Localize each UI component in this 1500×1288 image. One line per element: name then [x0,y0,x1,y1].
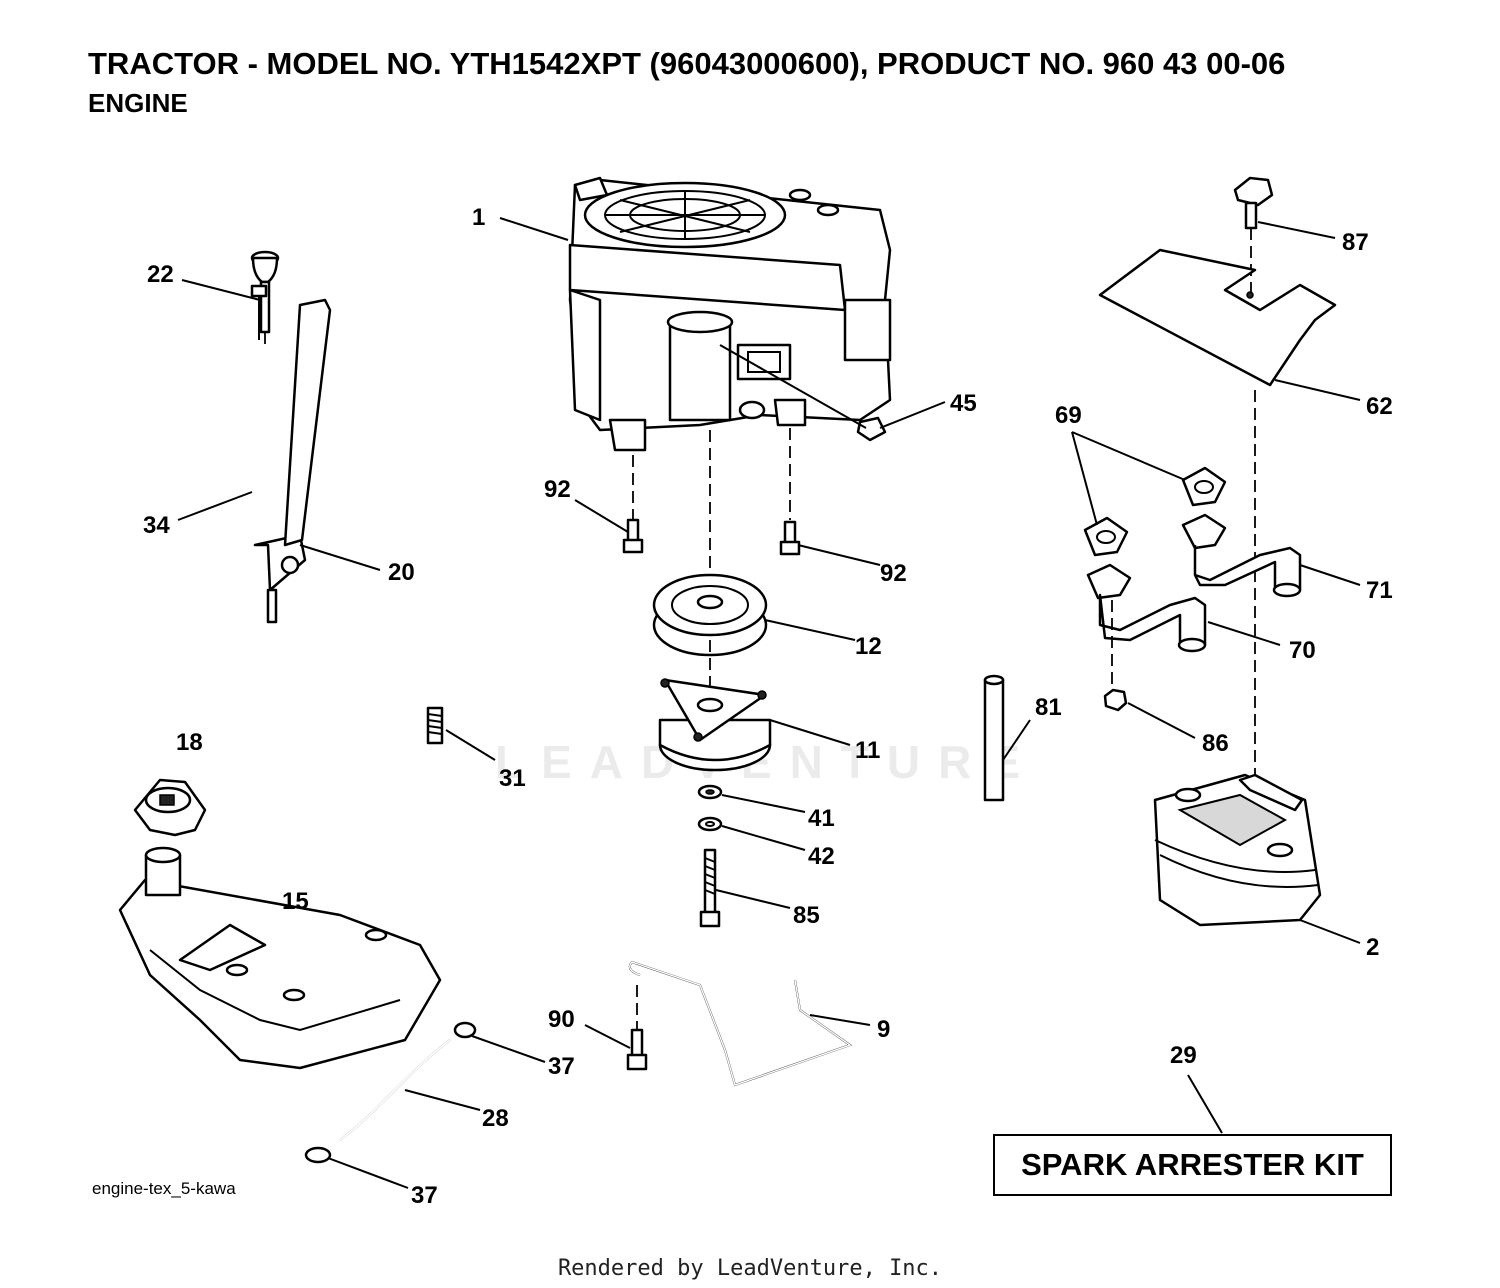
muffler-part-2[interactable] [1153,773,1322,927]
callout-92-left: 92 [544,476,571,503]
callout-18: 18 [176,729,203,756]
clamp-part-37-lower[interactable] [304,1146,332,1164]
page-subtitle: ENGINE [88,88,188,118]
tube-part-81[interactable] [983,674,1005,802]
knob-part-87[interactable] [1233,176,1274,230]
callout-9: 9 [877,1016,890,1043]
callout-22: 22 [147,261,174,288]
exhaust-pipe-part-71[interactable] [1181,513,1302,598]
fuel-hose-part-28[interactable] [339,1039,451,1141]
pulley-part-12[interactable] [652,573,768,657]
bolt-part-90[interactable] [626,1028,648,1071]
callout-2: 2 [1366,934,1379,961]
callout-71: 71 [1366,577,1393,604]
dipstick-part-22[interactable] [250,250,280,334]
callout-31: 31 [499,765,526,792]
callout-11: 11 [855,737,880,764]
callout-69: 69 [1055,402,1082,429]
callout-70: 70 [1289,637,1316,664]
screw-part-34[interactable] [250,284,268,340]
callout-37-upper: 37 [548,1053,575,1080]
engine-part-1[interactable] [568,176,892,452]
bolt-part-92-left[interactable] [622,518,644,554]
gasket-part-69-top[interactable] [1181,466,1227,507]
spacer-part-41[interactable] [697,784,723,800]
callout-81: 81 [1035,694,1062,721]
callout-45: 45 [950,390,977,417]
callout-29: 29 [1170,1042,1197,1069]
spring-part-31[interactable] [426,706,444,745]
file-code: engine-tex_5-kawa [92,1179,236,1198]
nut-part-86[interactable] [1103,688,1128,712]
plug-part-45[interactable] [719,344,887,442]
page-title: TRACTOR - MODEL NO. YTH1542XPT (96043000… [88,46,1286,81]
callout-34: 34 [143,512,170,539]
bolt-part-92-right[interactable] [779,520,801,556]
callout-28: 28 [482,1105,509,1132]
clamp-part-37-upper[interactable] [453,1021,477,1039]
callout-90: 90 [548,1006,575,1033]
callout-92-right: 92 [880,560,907,587]
fuel-cap-part-18[interactable] [133,778,207,837]
rod-part-9[interactable] [628,960,853,1087]
callout-85: 85 [793,902,820,929]
gasket-part-69-bottom[interactable] [1083,516,1129,557]
spark-arrester-kit-label[interactable]: SPARK ARRESTER KIT [993,1134,1392,1196]
callout-15: 15 [282,888,309,915]
callout-86: 86 [1202,730,1229,757]
exhaust-pipe-part-70[interactable] [1086,563,1207,653]
footer-credit: Rendered by LeadVenture, Inc. [557,1256,943,1281]
callout-42: 42 [808,843,835,870]
callout-37-lower: 37 [411,1182,438,1209]
fuel-tank-part-15[interactable] [118,846,442,1070]
callout-12: 12 [855,633,882,660]
callout-62: 62 [1366,393,1393,420]
washer-part-42[interactable] [697,816,723,832]
callout-87: 87 [1342,229,1369,256]
bolt-part-85[interactable] [699,848,721,928]
callout-20: 20 [388,559,415,586]
throttle-bracket-part-20[interactable] [253,298,332,624]
clutch-part-11[interactable] [658,678,772,772]
callout-41: 41 [808,805,835,832]
callout-1: 1 [472,204,485,231]
heat-shield-part-62[interactable] [1098,248,1337,387]
